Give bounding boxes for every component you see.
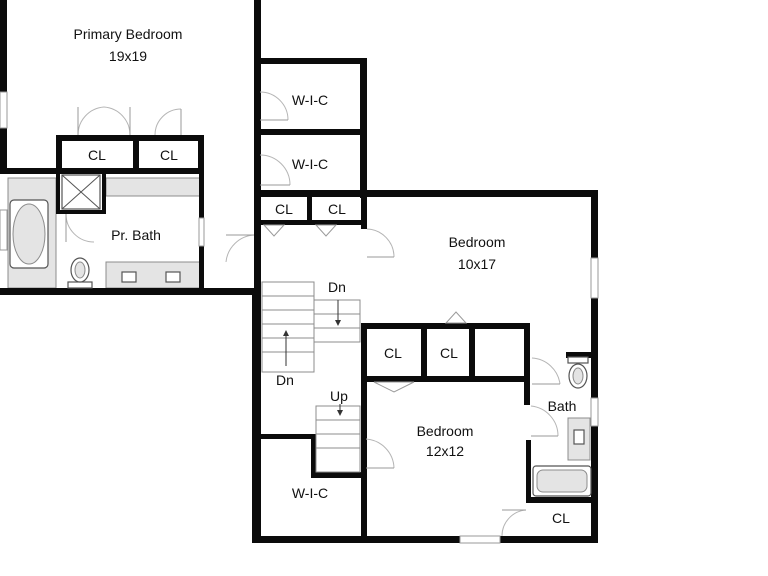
fixtures <box>9 174 592 497</box>
pr-bath-vanity-counter <box>105 261 201 289</box>
sink-icon <box>121 271 137 283</box>
closet-label: CL <box>160 147 178 163</box>
bath-name: Bath <box>548 398 577 414</box>
bedroom-b-size: 12x12 <box>426 443 464 459</box>
labels: Primary Bedroom 19x19 CL CL Pr. Bath W-I… <box>74 26 577 526</box>
closet-label: CL <box>275 201 293 217</box>
bedroom-a-name: Bedroom <box>449 234 506 250</box>
closet-label: CL <box>88 147 106 163</box>
toilet-icon <box>567 356 589 364</box>
wic-label: W-I-C <box>292 92 328 108</box>
stairs-down-label: Dn <box>328 279 346 295</box>
doors <box>65 91 561 537</box>
bedroom-b-name: Bedroom <box>417 423 474 439</box>
closet-label: CL <box>440 345 458 361</box>
sink-icon <box>165 271 181 283</box>
toilet-icon <box>67 281 93 289</box>
primary-bedroom-name: Primary Bedroom <box>74 26 183 42</box>
bedroom-a-size: 10x17 <box>458 256 496 272</box>
primary-bedroom-size: 19x19 <box>109 48 147 64</box>
pr-bath-name: Pr. Bath <box>111 227 161 243</box>
closet-label: CL <box>384 345 402 361</box>
stairs <box>261 281 361 473</box>
stairs-up-label: Up <box>330 388 348 404</box>
closet-label: CL <box>552 510 570 526</box>
pr-bath-shelf <box>105 177 201 197</box>
wic-label: W-I-C <box>292 485 328 501</box>
walls <box>0 0 598 543</box>
closet-label: CL <box>328 201 346 217</box>
stairs-down-label: Dn <box>276 372 294 388</box>
windows <box>0 91 599 544</box>
wic-label: W-I-C <box>292 156 328 172</box>
